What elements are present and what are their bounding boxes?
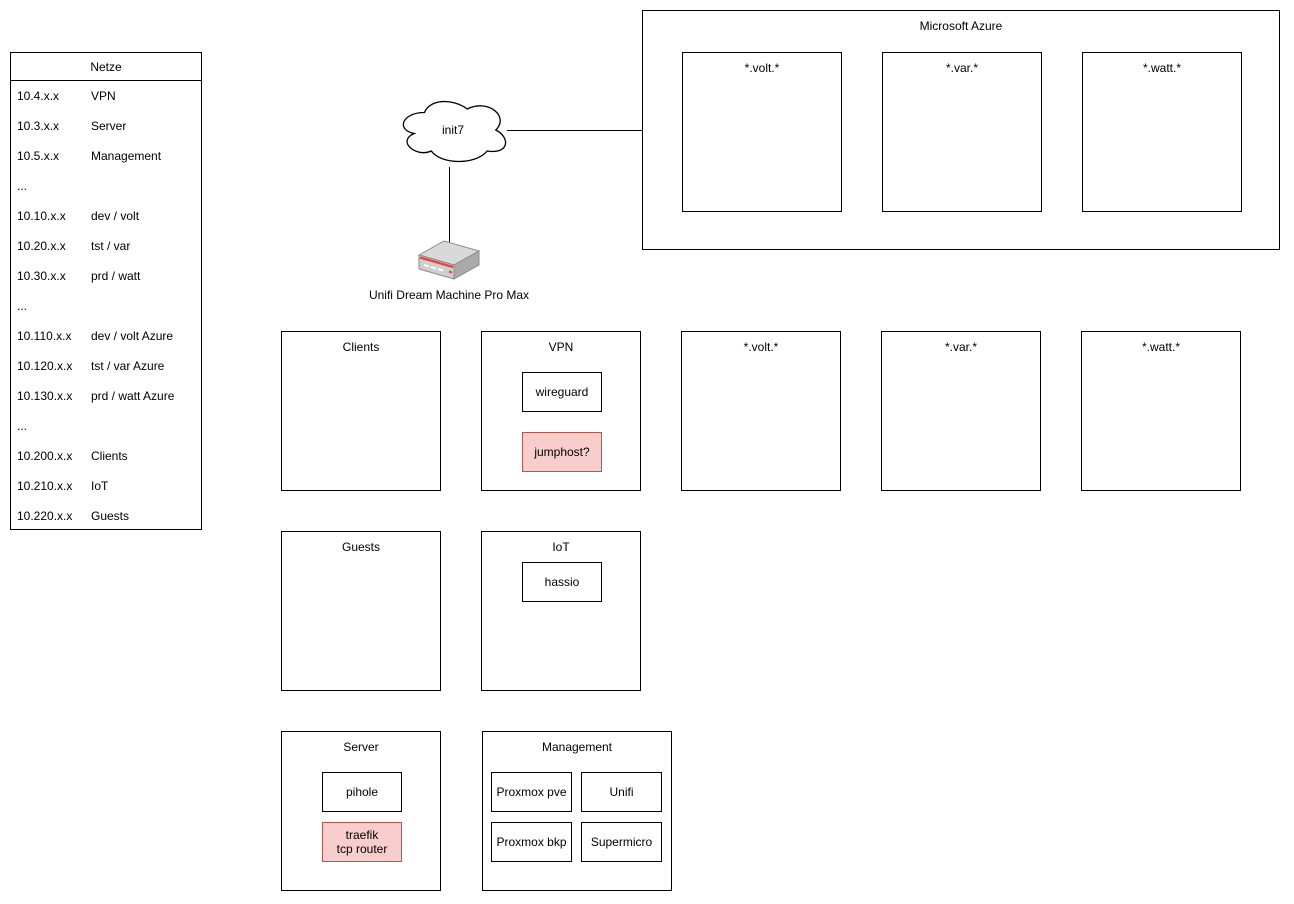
azure-container: Microsoft Azure *.volt.* *.var.* *.watt.… [642, 10, 1280, 250]
netze-row: ... [11, 171, 201, 201]
router-icon [417, 240, 481, 280]
azure-box-volt: *.volt.* [682, 52, 842, 212]
netze-cidr: 10.4.x.x [17, 89, 60, 103]
netze-cidr: 10.20.x.x [17, 239, 66, 253]
netze-row: 10.4.x.x VPN [11, 81, 201, 111]
container-clients-title: Clients [342, 340, 380, 354]
container-guests: Guests [281, 531, 441, 691]
netze-row: ... [11, 411, 201, 441]
node-pihole: pihole [322, 772, 402, 812]
cloud-icon [402, 100, 507, 163]
netze-cidr: 10.120.x.x [17, 359, 73, 373]
netze-row: 10.110.x.x dev / volt Azure [11, 321, 201, 351]
container-var-title: *.var.* [944, 340, 977, 354]
container-volt: *.volt.* [681, 331, 841, 491]
netze-label: prd / watt Azure [91, 389, 175, 403]
container-server-title: Server [343, 740, 379, 754]
container-watt: *.watt.* [1081, 331, 1241, 491]
netze-label: dev / volt Azure [91, 329, 174, 343]
container-iot-title: IoT [552, 540, 570, 554]
netze-row: 10.130.x.x prd / watt Azure [11, 381, 201, 411]
node-unifi: Unifi [581, 772, 662, 812]
router-label: Unifi Dream Machine Pro Max [368, 288, 530, 302]
netze-cidr: 10.3.x.x [17, 119, 60, 133]
netze-row: 10.10.x.x dev / volt [11, 201, 201, 231]
netze-label: Server [91, 119, 127, 133]
netze-row: 10.30.x.x prd / watt [11, 261, 201, 291]
container-management-title: Management [541, 740, 613, 754]
netze-row: 10.210.x.x IoT [11, 471, 201, 501]
container-watt-title: *.watt.* [1141, 340, 1180, 354]
netze-cidr: 10.130.x.x [17, 389, 73, 403]
netze-cidr: 10.220.x.x [17, 509, 73, 523]
netze-label: dev / volt [91, 209, 140, 223]
netze-label: tst / var [91, 239, 131, 253]
container-iot: IoT hassio [481, 531, 641, 691]
internet-label: init7 [441, 123, 464, 137]
netze-table-title: Netze [11, 53, 201, 81]
node-wireguard: wireguard [522, 372, 602, 412]
container-guests-title: Guests [341, 540, 380, 554]
netze-cidr: ... [17, 419, 28, 433]
netze-row: 10.220.x.x Guests [11, 501, 201, 531]
netze-cidr: 10.110.x.x [17, 329, 72, 343]
edge-internet-azure [507, 130, 643, 131]
netze-label: Management [91, 149, 162, 163]
azure-box-watt: *.watt.* [1082, 52, 1242, 212]
netze-cidr: 10.210.x.x [17, 479, 73, 493]
netze-label: IoT [91, 479, 109, 493]
netze-row: 10.200.x.x Clients [11, 441, 201, 471]
edge-internet-router [449, 167, 450, 242]
azure-box-var: *.var.* [882, 52, 1042, 212]
netze-label: prd / watt [91, 269, 141, 283]
netze-row: 10.20.x.x tst / var [11, 231, 201, 261]
container-server: Server pihole traefik tcp router [281, 731, 441, 891]
container-clients: Clients [281, 331, 441, 491]
container-vpn-title: VPN [548, 340, 574, 354]
node-traefik: traefik tcp router [322, 822, 402, 862]
netze-table: Netze 10.4.x.x VPN 10.3.x.x Server 10.5.x.… [10, 52, 202, 530]
container-management: Management Proxmox pve Unifi Proxmox bkp… [482, 731, 672, 891]
azure-box-volt-title: *.volt.* [744, 61, 780, 75]
netze-row: 10.120.x.x tst / var Azure [11, 351, 201, 381]
node-jumphost: jumphost? [522, 432, 602, 472]
netze-cidr: 10.200.x.x [17, 449, 73, 463]
netze-label: VPN [91, 89, 116, 103]
container-var: *.var.* [881, 331, 1041, 491]
node-proxmox-bkp: Proxmox bkp [491, 822, 572, 862]
netze-label: tst / var Azure [91, 359, 165, 373]
netze-row: 10.3.x.x Server [11, 111, 201, 141]
netze-label: Guests [91, 509, 130, 523]
container-volt-title: *.volt.* [743, 340, 779, 354]
azure-title: Microsoft Azure [919, 19, 1003, 33]
netze-row: 10.5.x.x Management [11, 141, 201, 171]
netze-row: ... [11, 291, 201, 321]
node-hassio: hassio [522, 562, 602, 602]
azure-box-watt-title: *.watt.* [1142, 61, 1181, 75]
node-supermicro: Supermicro [581, 822, 662, 862]
node-proxmox-pve: Proxmox pve [491, 772, 572, 812]
netze-label: Clients [91, 449, 128, 463]
container-vpn: VPN wireguard jumphost? [481, 331, 641, 491]
netze-cidr: ... [17, 299, 28, 313]
netze-cidr: 10.5.x.x [17, 149, 60, 163]
netze-cidr: 10.30.x.x [17, 269, 66, 283]
netze-cidr: 10.10.x.x [17, 209, 66, 223]
azure-box-var-title: *.var.* [945, 61, 978, 75]
netze-cidr: ... [17, 179, 28, 193]
